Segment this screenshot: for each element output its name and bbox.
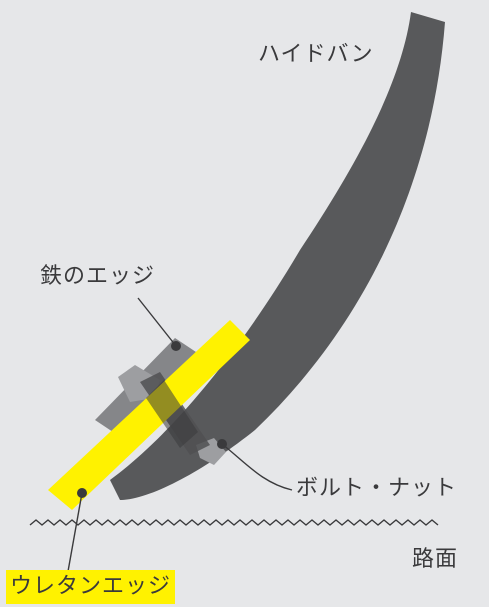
blade-label: ハイドバン [258,42,374,67]
steel-edge-label: 鉄のエッジ [40,264,156,289]
blade-shape [110,12,445,500]
urethane-edge-label: ウレタンエッジ [6,570,176,604]
leader-dot-bolt-nut [217,439,227,449]
leader-line-steel-edge [137,297,177,347]
leader-line-urethane-edge [66,492,83,578]
leader-line-bolt-nut [221,443,293,491]
leader-dot-urethane-edge [77,488,87,498]
road-label: 路面 [412,547,459,572]
road-surface-line [29,519,439,526]
leader-lines [66,297,293,578]
leader-dot-steel-edge [171,341,181,351]
bolt-nut-label: ボルト・ナット [296,476,458,501]
urethane-edge-shape [48,320,250,510]
